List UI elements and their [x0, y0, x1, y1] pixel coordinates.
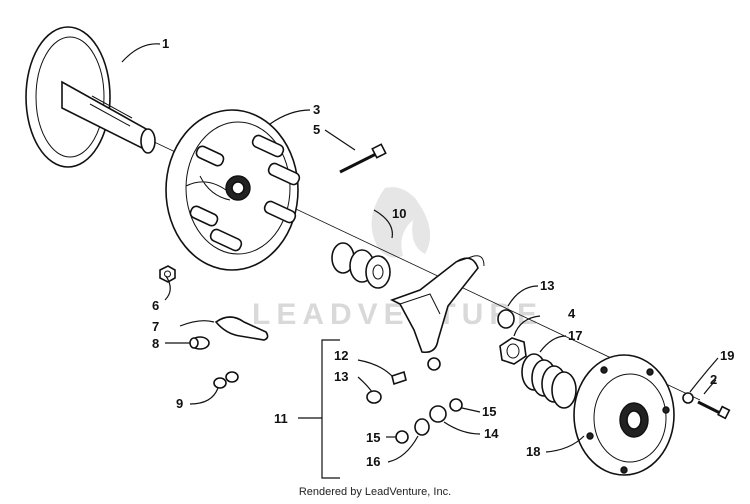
callout-11: 11	[274, 411, 288, 426]
part-5-bolt	[339, 143, 387, 174]
leader-lines	[121, 43, 719, 479]
callout-4: 4	[568, 306, 576, 321]
part-13-lower-washer	[366, 390, 382, 404]
part-9-washers	[213, 371, 239, 389]
callout-14: 14	[484, 426, 499, 441]
callout-12: 12	[334, 348, 348, 363]
callout-15-left: 15	[366, 430, 380, 445]
callout-16: 16	[366, 454, 380, 469]
part-15-washers	[395, 398, 463, 444]
callout-labels: 1 2 3 4 5 6 7 8 9 10 11 12 13 13 14 15 1…	[152, 36, 734, 469]
watermark-flame-icon	[371, 187, 431, 258]
part-8-bushing	[189, 336, 210, 350]
part-14-roller	[429, 405, 447, 423]
part-16-bushing	[414, 418, 430, 436]
callout-7: 7	[152, 319, 159, 334]
callout-17: 17	[568, 328, 582, 343]
callout-15-right: 15	[482, 404, 496, 419]
callout-13-upper: 13	[540, 278, 554, 293]
part-10-washer-stack	[331, 242, 391, 289]
callout-10: 10	[392, 206, 406, 221]
part-11-cam-bracket	[389, 255, 485, 371]
credit-line: Rendered by LeadVenture, Inc.	[298, 486, 452, 498]
callout-3: 3	[313, 102, 320, 117]
part-4-hex-nut	[499, 337, 527, 365]
callout-8: 8	[152, 336, 159, 351]
watermark-text: LEADVENTURE	[252, 298, 543, 331]
part-12-pin	[391, 370, 407, 386]
callout-19: 19	[720, 348, 734, 363]
callout-13-lower: 13	[334, 369, 348, 384]
part-6-nut	[159, 265, 176, 283]
watermark: LEADVENTURE	[252, 187, 543, 331]
part-3-spider-assembly	[165, 109, 301, 271]
part-17-spring	[521, 353, 577, 409]
callout-9: 9	[176, 396, 183, 411]
part-7-cam-arm	[214, 316, 269, 341]
part-2-bolt	[697, 400, 731, 420]
callout-5: 5	[313, 122, 320, 137]
callout-6: 6	[152, 298, 159, 313]
part-19-washer	[682, 392, 694, 404]
callout-18: 18	[526, 444, 540, 459]
callout-2: 2	[710, 372, 717, 387]
part-1-movable-sheave	[25, 26, 156, 168]
part-13-upper-bushing	[497, 309, 515, 329]
callout-1: 1	[162, 36, 169, 51]
part-18-fixed-sheave	[573, 354, 675, 476]
